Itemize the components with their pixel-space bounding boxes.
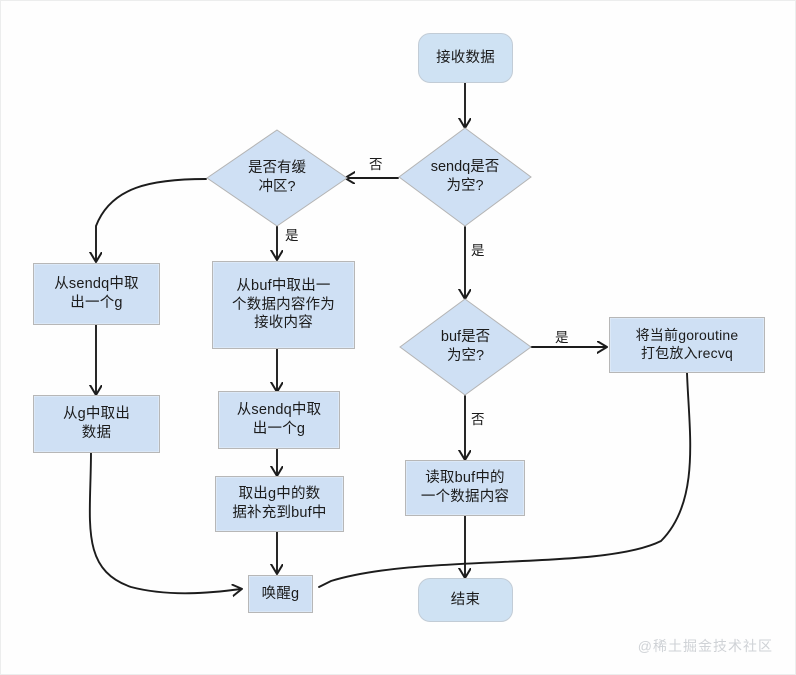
- node-end-label: 结束: [450, 591, 481, 608]
- edge-label-bufempty-yes: 是: [555, 330, 569, 345]
- node-wake-g-label: 唤醒g: [261, 585, 300, 602]
- edge-label-sendq-no: 否: [369, 157, 383, 172]
- node-park-into-recvq-label: 将当前goroutine 打包放入recvq: [635, 327, 739, 361]
- edge-hasbuf-to-takeg-left: [96, 178, 207, 261]
- node-start[interactable]: 接收数据: [418, 33, 513, 83]
- node-end[interactable]: 结束: [418, 578, 513, 622]
- watermark: @稀土掘金技术社区: [637, 638, 773, 654]
- node-take-data-from-g-label: 从g中取出 数据: [62, 406, 131, 441]
- node-read-buf[interactable]: 读取buf中的 一个数据内容: [405, 460, 525, 516]
- node-refill-buf[interactable]: 取出g中的数 据补充到buf中: [215, 476, 344, 532]
- node-sendq-empty-label: sendq是否 为空?: [430, 159, 500, 194]
- node-park-into-recvq[interactable]: 将当前goroutine 打包放入recvq: [609, 317, 765, 373]
- node-buf-empty-label: buf是否 为空?: [440, 329, 491, 364]
- edge-label-bufempty-no: 否: [471, 412, 485, 427]
- node-has-buf-label: 是否有缓 冲区?: [248, 160, 306, 195]
- node-take-g-from-sendq-mid[interactable]: 从sendq中取 出一个g: [218, 391, 340, 449]
- node-take-from-buf-label: 从buf中取出一 个数据内容作为 接收内容: [232, 278, 335, 332]
- node-buf-empty[interactable]: buf是否 为空?: [399, 298, 532, 396]
- node-sendq-empty[interactable]: sendq是否 为空?: [398, 127, 532, 227]
- node-refill-buf-label: 取出g中的数 据补充到buf中: [232, 486, 327, 521]
- node-take-g-from-sendq-left-label: 从sendq中取 出一个g: [54, 276, 139, 311]
- node-has-buf[interactable]: 是否有缓 冲区?: [206, 129, 348, 227]
- node-read-buf-label: 读取buf中的 一个数据内容: [420, 470, 510, 505]
- edge-label-sendq-yes: 是: [471, 243, 485, 258]
- node-take-g-from-sendq-left[interactable]: 从sendq中取 出一个g: [33, 263, 160, 325]
- node-wake-g[interactable]: 唤醒g: [248, 575, 313, 613]
- node-start-label: 接收数据: [436, 49, 495, 66]
- node-take-data-from-g[interactable]: 从g中取出 数据: [33, 395, 160, 453]
- node-take-g-from-sendq-mid-label: 从sendq中取 出一个g: [236, 402, 322, 437]
- edge-label-hasbuf-yes: 是: [285, 228, 299, 243]
- node-take-from-buf[interactable]: 从buf中取出一 个数据内容作为 接收内容: [212, 261, 355, 349]
- diamond-shape: [398, 127, 532, 227]
